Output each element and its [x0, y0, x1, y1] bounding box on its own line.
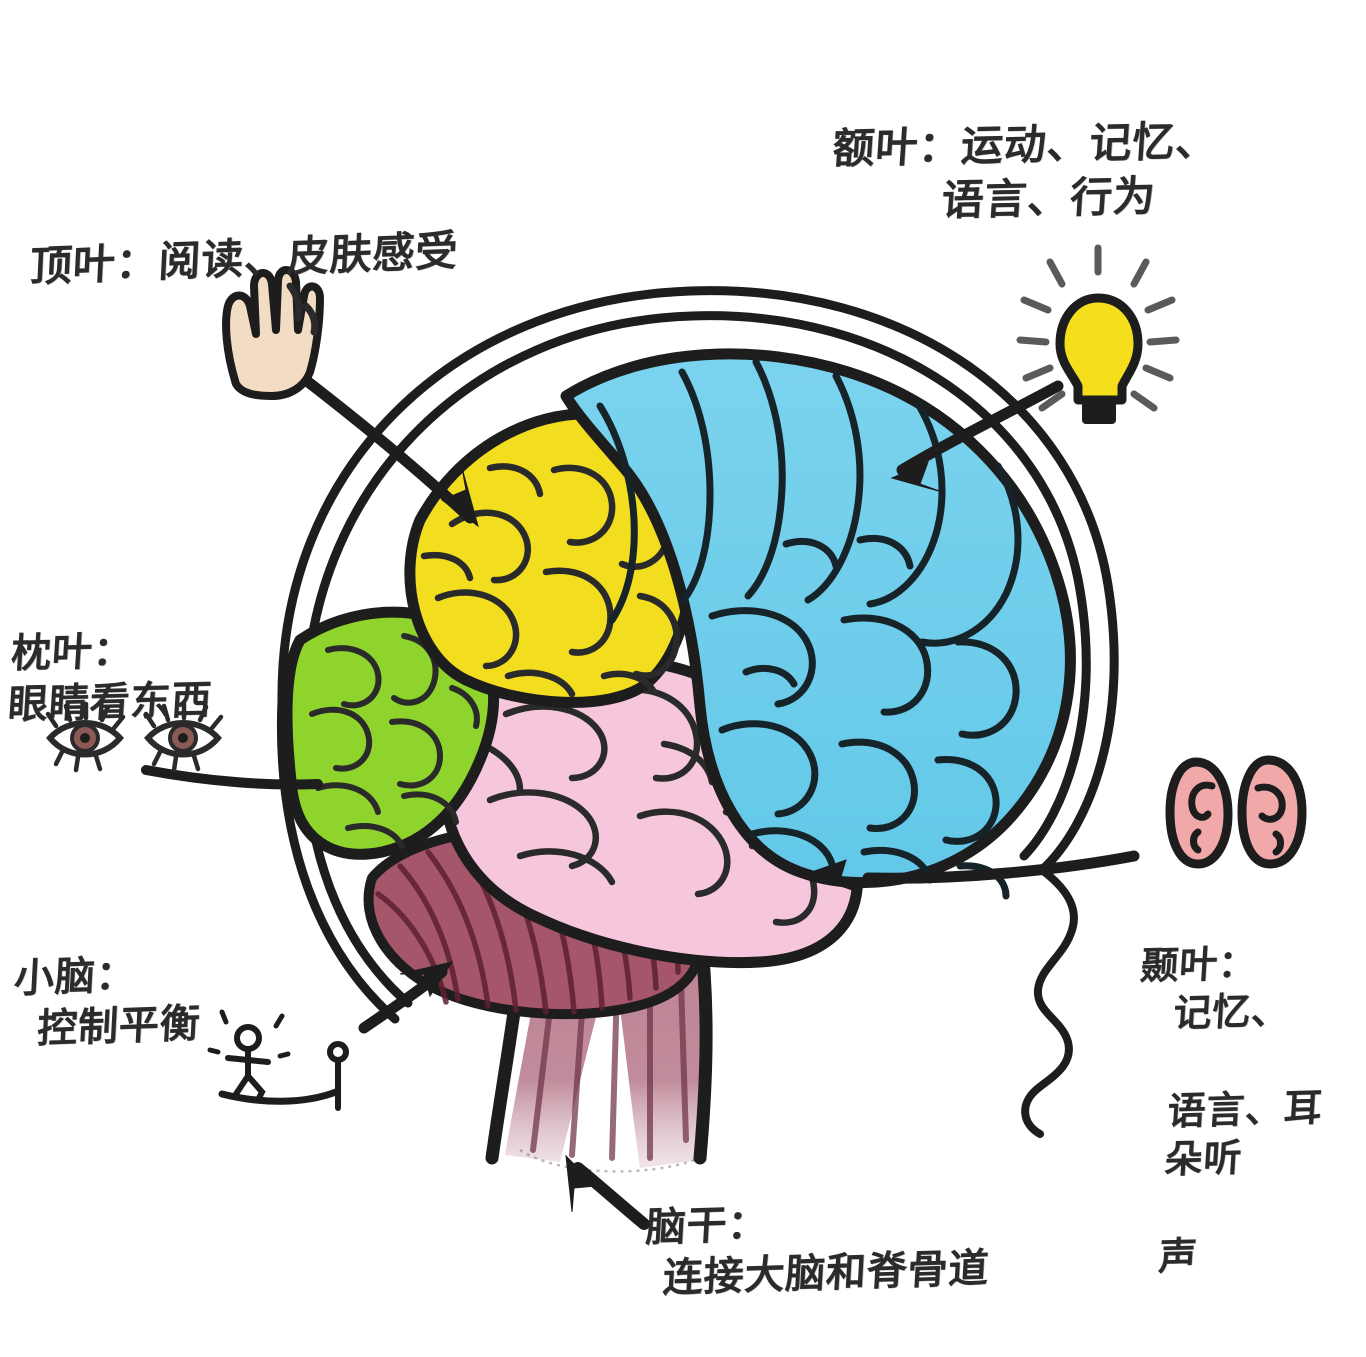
arrow-to-frontal [890, 380, 1064, 493]
annotation-frontal-line2: 语言、行为 [940, 170, 1158, 225]
frontal-lobe-region [560, 348, 1076, 900]
annotation-frontal-lobe: 额叶：运动、记忆、 语言、行为 [824, 60, 1224, 283]
annotation-occipital-lobe: 枕叶： 眼睛看东西 [3, 573, 220, 783]
tightrope-balance-icon [207, 1009, 349, 1111]
pointer-arrows [141, 362, 1140, 1230]
annotation-brainstem-line1: 脑干： [644, 1201, 770, 1252]
annotation-brainstem-line2: 连接大脑和脊骨道 [661, 1245, 991, 1303]
ears-icon [1165, 755, 1307, 869]
waving-hand-icon [222, 266, 324, 400]
arrow-to-brainstem [565, 1154, 650, 1230]
annotation-cerebellum-line1: 小脑： [12, 952, 138, 1003]
annotation-temporal-line3: 语言、耳朵听 [1163, 1084, 1324, 1182]
brain-illustration [45, 244, 1307, 1230]
annotation-cerebellum-line2: 控制平衡 [36, 1001, 202, 1053]
annotation-temporal-line4: 声 [1157, 1234, 1199, 1280]
arrow-to-parietal [284, 362, 479, 528]
annotation-occipital-line1: 枕叶： [9, 628, 136, 678]
annotation-temporal-lobe: 颞叶： 记忆、 语言、耳朵听 声 [1118, 887, 1366, 1331]
arrow-to-temporal [804, 850, 1140, 893]
annotation-parietal-lobe: 顶叶：阅读、皮肤感受 [29, 170, 462, 294]
arrow-to-cerebellum [358, 961, 454, 1034]
lightbulb-icon [1016, 244, 1180, 424]
annotation-temporal-line1: 颞叶： [1139, 940, 1259, 988]
annotation-cerebellum: 小脑： 控制平衡 [7, 896, 207, 1108]
annotation-occipital-line2: 眼睛看东西 [6, 677, 214, 729]
annotation-frontal-line1: 额叶：运动、记忆、 [831, 115, 1220, 173]
eyes-icon [45, 701, 224, 773]
annotation-temporal-line2: 记忆、 [1172, 988, 1292, 1036]
annotation-brain-stem: 脑干： 连接大脑和脊骨道 [639, 1141, 997, 1357]
brain-diagram-canvas: 顶叶：阅读、皮肤感受 额叶：运动、记忆、 语言、行为 枕叶： 眼睛看东西 小脑：… [3, 60, 1324, 1302]
arrow-to-occipital [141, 765, 323, 790]
